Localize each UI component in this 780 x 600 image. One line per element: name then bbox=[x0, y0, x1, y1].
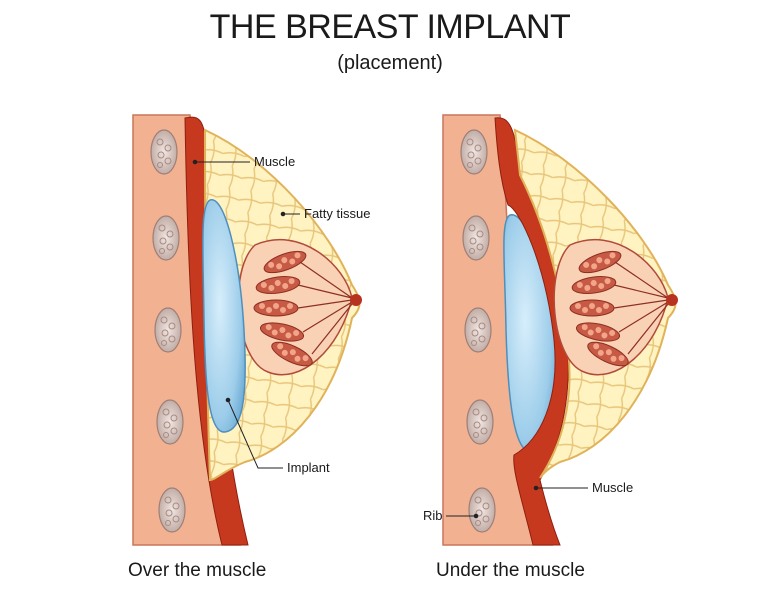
left-implant bbox=[202, 199, 246, 433]
label-muscle-left: Muscle bbox=[254, 154, 296, 169]
caption-over-the-muscle: Over the muscle bbox=[128, 560, 267, 581]
diagram-title: THE BREAST IMPLANT bbox=[209, 8, 571, 46]
left-diagram bbox=[132, 114, 362, 546]
right-mammary-gland bbox=[553, 238, 669, 376]
right-nipple bbox=[666, 294, 678, 306]
right-diagram bbox=[442, 114, 678, 546]
label-rib: Rib bbox=[423, 508, 443, 523]
left-leader-lines bbox=[192, 159, 300, 469]
right-leader-lines bbox=[446, 485, 588, 519]
label-muscle-right: Muscle bbox=[592, 480, 634, 495]
diagram-subtitle: (placement) bbox=[337, 52, 443, 74]
label-implant: Implant bbox=[287, 460, 330, 475]
caption-under-the-muscle: Under the muscle bbox=[436, 560, 585, 581]
left-nipple bbox=[350, 294, 362, 306]
label-fatty-tissue: Fatty tissue bbox=[304, 206, 371, 221]
